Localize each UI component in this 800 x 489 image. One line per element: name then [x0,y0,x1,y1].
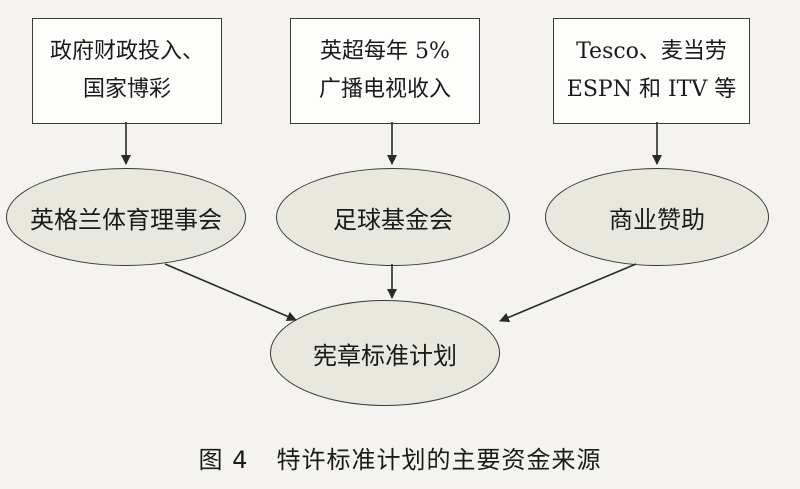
source-box-sponsors-line2: ESPN 和 ITV 等 [566,77,737,102]
ellipse-commercial-sponsorship: 商业赞助 [545,168,769,266]
ellipse-football-foundation-label: 足球基金会 [333,205,453,234]
arrow-sport-england-to-charter [164,263,297,322]
ellipse-charter-standard-label: 宪章标准计划 [313,341,457,370]
ellipse-football-foundation: 足球基金会 [276,168,510,266]
source-box-premier-league-line2: 广播电视收入 [318,77,451,102]
ellipse-sport-england-label: 英格兰体育理事会 [30,205,222,234]
figure-number: 图 4 [198,446,249,474]
source-box-premier-league-line1: 英超每年 5% [320,39,450,64]
source-box-government-line1: 政府财政投入、 [49,39,204,64]
source-box-government: 政府财政投入、 国家博彩 [32,18,222,124]
ellipse-charter-standard: 宪章标准计划 [270,300,500,406]
arrow-commercial-to-charter [499,263,637,323]
source-box-government-line2: 国家博彩 [82,77,171,102]
source-box-sponsors: Tesco、麦当劳 ESPN 和 ITV 等 [553,18,750,124]
figure-caption: 图 4 特许标准计划的主要资金来源 [0,440,800,475]
ellipse-commercial-sponsorship-label: 商业赞助 [609,205,705,234]
figure-title: 特许标准计划的主要资金来源 [276,446,602,474]
ellipse-sport-england: 英格兰体育理事会 [6,168,246,266]
source-box-premier-league: 英超每年 5% 广播电视收入 [290,18,480,124]
source-box-sponsors-line1: Tesco、麦当劳 [576,39,727,64]
